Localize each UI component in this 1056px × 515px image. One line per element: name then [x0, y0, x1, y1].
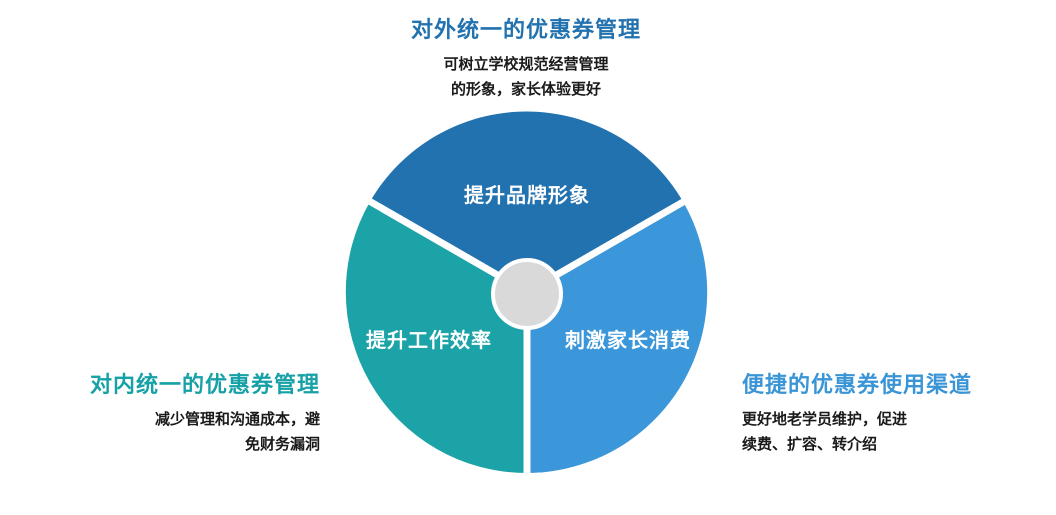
callout-top: 对外统一的优惠券管理 可树立学校规范经营管理 的形象，家长体验更好 [356, 12, 696, 102]
callout-left: 对内统一的优惠券管理 减少管理和沟通成本，避 免财务漏洞 [20, 367, 320, 457]
callout-left-title: 对内统一的优惠券管理 [89, 373, 320, 398]
callout-left-desc-line-1: 减少管理和沟通成本，避 [154, 410, 320, 428]
callout-right-title: 便捷的优惠券使用渠道 [742, 373, 973, 398]
callout-top-title: 对外统一的优惠券管理 [410, 18, 641, 43]
segment-label-stimulate-spending: 刺激家长消费 [565, 328, 691, 352]
callout-right-desc: 更好地老学员维护，促进 续费、扩容、转介绍 [742, 407, 1042, 457]
callout-top-desc: 可树立学校规范经营管理 的形象，家长体验更好 [356, 52, 696, 102]
callout-top-desc-line-2: 的形象，家长体验更好 [450, 80, 601, 98]
callout-right-desc-line-2: 续费、扩容、转介绍 [742, 435, 878, 453]
segment-label-brand-image: 提升品牌形象 [464, 183, 590, 207]
callout-left-desc-line-2: 免财务漏洞 [244, 435, 320, 453]
callout-top-desc-line-1: 可树立学校规范经营管理 [443, 55, 609, 73]
callout-left-desc: 减少管理和沟通成本，避 免财务漏洞 [20, 407, 320, 457]
callout-right-desc-line-1: 更好地老学员维护，促进 [742, 410, 908, 428]
callout-right: 便捷的优惠券使用渠道 更好地老学员维护，促进 续费、扩容、转介绍 [742, 367, 1042, 457]
segment-label-work-efficiency: 提升工作效率 [366, 328, 492, 352]
center-hub [491, 258, 563, 330]
